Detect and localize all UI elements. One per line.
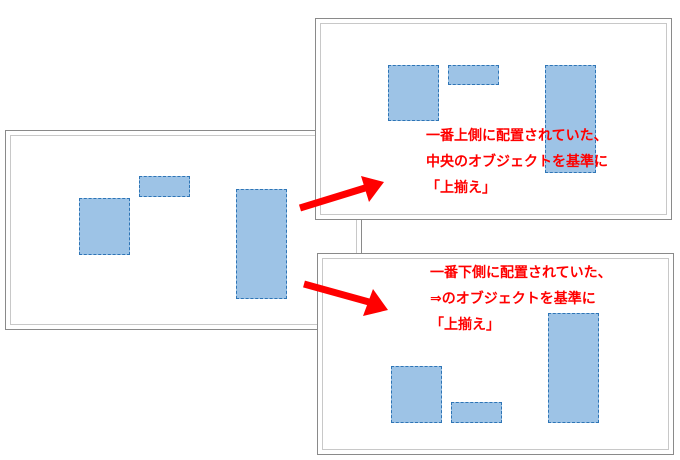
bottom-result-middle-shape (451, 402, 502, 423)
top-align-caption-line1: 一番上側に配置されていた、 (426, 128, 608, 144)
top-result-middle-shape (448, 65, 499, 85)
bottom-align-caption: 一番下側に配置されていた、 ⇒のオブジェクトを基準に 「上揃え」 (430, 260, 612, 338)
top-result-panel-frame (320, 23, 667, 215)
bottom-result-left-shape (391, 366, 442, 423)
bottom-align-caption-line3: 「上揃え」 (430, 317, 500, 333)
bottom-align-result-panel: 一番下側に配置されていた、 ⇒のオブジェクトを基準に 「上揃え」 (317, 253, 674, 455)
top-align-caption-line3: 「上揃え」 (426, 180, 496, 196)
original-middle-shape (139, 176, 190, 197)
arrow-to-top-result-icon (298, 176, 384, 212)
bottom-result-right-shape (548, 313, 599, 423)
bottom-result-panel-frame (322, 258, 669, 450)
bottom-align-caption-line1: 一番下側に配置されていた、 (430, 265, 612, 281)
top-align-caption-line2: 中央のオブジェクトを基準に (426, 154, 608, 170)
bottom-align-caption-line2: ⇒のオブジェクトを基準に (430, 291, 596, 307)
original-layout-panel (5, 130, 362, 330)
top-result-right-shape (545, 65, 596, 173)
original-panel-frame (10, 135, 357, 325)
arrow-to-bottom-result-icon (303, 280, 388, 316)
top-result-left-shape (388, 65, 439, 121)
original-right-shape (236, 189, 287, 299)
top-align-caption: 一番上側に配置されていた、 中央のオブジェクトを基準に 「上揃え」 (426, 123, 608, 201)
original-left-shape (79, 198, 130, 255)
